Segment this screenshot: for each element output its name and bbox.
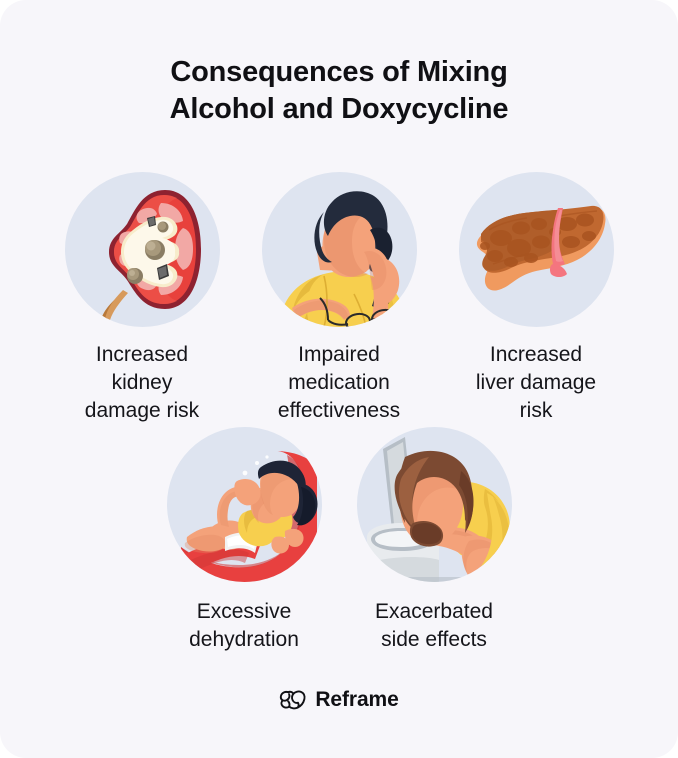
consequence-row-top: Increased kidney damage risk xyxy=(0,172,678,425)
consequence-item-medication-effectiveness[interactable]: Impaired medication effectiveness xyxy=(241,172,438,425)
brand-name: Reframe xyxy=(315,688,399,711)
kidney-icon xyxy=(100,190,201,321)
consequence-row-bottom: Excessive dehydration xyxy=(0,427,678,654)
person-nausea-icon xyxy=(356,437,512,582)
consequence-item-kidney-damage[interactable]: Increased kidney damage risk xyxy=(44,172,241,425)
person-resting-icon-circle xyxy=(166,427,322,582)
consequence-item-liver-damage[interactable]: Increased liver damage risk xyxy=(438,172,635,425)
person-headache-icon xyxy=(279,191,406,327)
brand-footer: Reframe xyxy=(0,688,678,712)
person-resting-icon xyxy=(166,451,318,582)
kidney-icon-circle xyxy=(64,172,220,327)
consequence-label: Excessive dehydration xyxy=(189,600,299,651)
liver-icon xyxy=(476,205,605,291)
person-nausea-icon-circle xyxy=(356,427,512,582)
person-headache-icon-circle xyxy=(261,172,417,327)
consequence-item-side-effects[interactable]: Exacerbated side effects xyxy=(339,427,529,654)
kidney-stones xyxy=(126,216,169,284)
sweat-drops xyxy=(242,455,269,476)
consequence-item-dehydration[interactable]: Excessive dehydration xyxy=(149,427,339,654)
consequence-label: Impaired medication effectiveness xyxy=(277,343,401,422)
consequence-label: Increased liver damage risk xyxy=(475,343,597,422)
page-title: Consequences of Mixing Alcohol and Doxyc… xyxy=(169,56,509,125)
liver-icon-circle xyxy=(458,172,614,327)
consequence-label: Exacerbated side effects xyxy=(375,600,493,651)
consequence-label: Increased kidney damage risk xyxy=(84,343,200,422)
brain-icon xyxy=(280,690,306,710)
